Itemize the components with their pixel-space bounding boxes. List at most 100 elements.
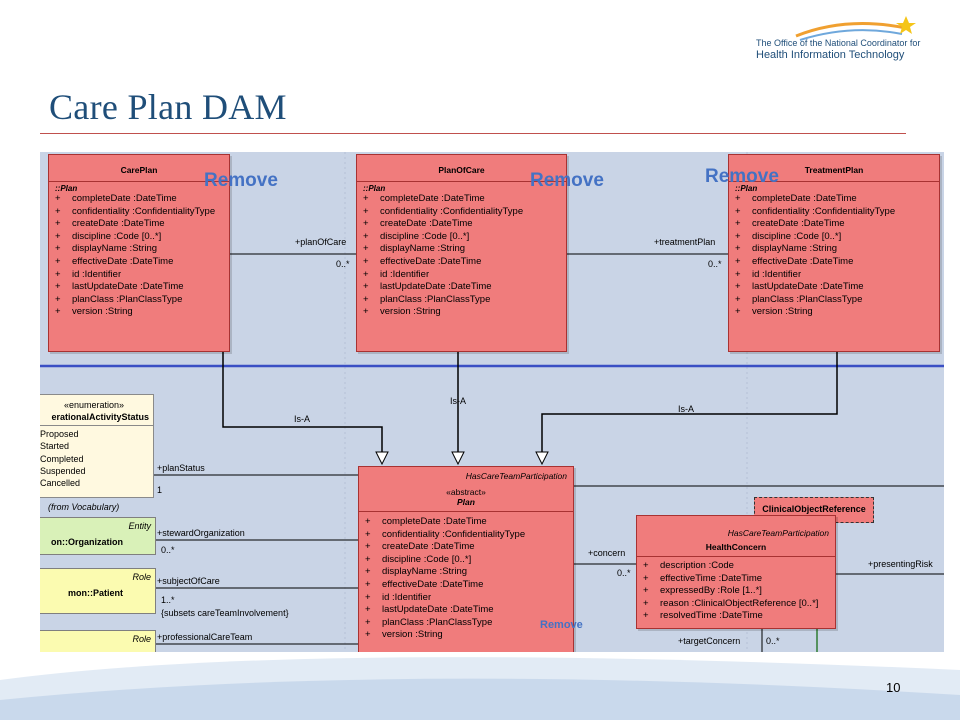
class-plan[interactable]: HasCareTeamParticipation «abstract» Plan… [358, 466, 574, 652]
attribute-list: +description :Code +effectiveTime :DateT… [637, 557, 835, 623]
attribute: +discipline :Code [0..*] [365, 553, 472, 565]
enum-value: Cancelled [40, 478, 81, 489]
role-planstatus: +planStatus [157, 463, 205, 473]
enum-value: Completed [40, 453, 84, 464]
generalization-arrowhead [535, 451, 549, 466]
attribute: +version :String [365, 629, 443, 641]
class-kind: Role [132, 634, 151, 644]
attribute: +createDate :DateTime [365, 541, 475, 553]
diagram-connectors [40, 152, 944, 652]
generalization-treatmentplan [541, 352, 838, 457]
attribute: +id :Identifier [735, 268, 802, 280]
enum-value: Proposed [40, 429, 79, 439]
class-planofcare[interactable]: PlanOfCare ::Plan +completeDate :DateTim… [356, 154, 567, 352]
attribute: +displayName :String [365, 566, 468, 578]
class-name: Plan [359, 497, 573, 512]
attribute: +planClass :PlanClassType [363, 293, 491, 305]
footer-swoosh [0, 657, 960, 720]
enum-value: Suspended [40, 465, 86, 476]
remove-label-treatmentplan: Remove [705, 166, 779, 187]
attribute: +completeDate :DateTime [365, 516, 487, 527]
enumeration-activitystatus[interactable]: «enumeration» erationalActivityStatus Pr… [40, 394, 154, 498]
slide-title: Care Plan DAM [49, 87, 287, 127]
attribute: +planClass :PlanClassType [735, 293, 863, 305]
class-kind: Role [132, 572, 151, 582]
attribute: +lastUpdateDate :DateTime [735, 281, 864, 293]
generalization-careplan [222, 352, 383, 457]
generalization-arrowhead [375, 451, 389, 466]
attribute: +confidentiality :ConfidentialityType [365, 528, 526, 540]
attribute: +resolvedTime :DateTime [643, 610, 763, 622]
title-divider [40, 133, 906, 134]
role-steward: +stewardOrganization [157, 528, 245, 538]
class-name: TreatmentPlan [729, 155, 939, 182]
attribute: +createDate :DateTime [363, 218, 473, 230]
attribute: +confidentiality :ConfidentialityType [363, 205, 524, 217]
enum-name: erationalActivityStatus [40, 410, 153, 426]
class-name: HealthConcern [637, 538, 835, 557]
role-treatmentplan: +treatmentPlan [654, 237, 716, 247]
attribute: +createDate :DateTime [735, 218, 845, 230]
class-name: CarePlan [49, 155, 229, 182]
enum-values: Proposed Started Completed Suspended Can… [40, 426, 153, 489]
attribute: +displayName :String [735, 243, 838, 255]
page-number: 10 [886, 680, 901, 695]
role-concern: +concern [588, 548, 626, 558]
class-kind: Entity [128, 521, 151, 531]
attribute: +discipline :Code [0..*] [55, 230, 162, 242]
attribute: +effectiveTime :DateTime [643, 572, 763, 584]
role-subject: +subjectOfCare [157, 576, 220, 586]
attribute: +id :Identifier [363, 268, 430, 280]
class-stereotype: ::Plan [55, 184, 78, 193]
logo-text-line1: The Office of the National Coordinator f… [756, 38, 921, 48]
role-planofcare: +planOfCare [295, 237, 347, 247]
class-name: on::Organization [51, 537, 123, 547]
attribute: +displayName :String [55, 243, 158, 255]
uml-diagram: CarePlan ::Plan +completeDate :DateTime … [40, 152, 944, 652]
attribute: +version :String [55, 306, 133, 318]
isa-label-left: Is-A [294, 414, 311, 424]
role-presentingrisk: +presentingRisk [868, 559, 933, 569]
constraint-subject: {subsets careTeamInvolvement} [161, 608, 289, 618]
attribute-list: +completeDate :DateTime +confidentiality… [357, 193, 566, 319]
class-patient[interactable]: Role mon::Patient [40, 568, 156, 614]
attribute: +completeDate :DateTime [735, 193, 857, 204]
attribute-list: +completeDate :DateTime +confidentiality… [49, 193, 229, 319]
attribute: +id :Identifier [365, 591, 432, 603]
attribute: +lastUpdateDate :DateTime [363, 281, 492, 293]
logo-text-line2: Health Information Technology [756, 49, 905, 61]
attribute: +lastUpdateDate :DateTime [55, 281, 184, 293]
class-role[interactable]: Role [40, 630, 156, 652]
remove-label-planofcare: Remove [530, 170, 604, 191]
mult-planofcare: 0..* [336, 259, 350, 269]
attribute: +effectiveDate :DateTime [365, 578, 484, 590]
attribute: +discipline :Code [0..*] [363, 230, 470, 242]
attribute: +effectiveDate :DateTime [363, 255, 482, 267]
enum-value: Started [40, 441, 70, 452]
attribute: +confidentiality :ConfidentialityType [735, 205, 896, 217]
attribute: +displayName :String [363, 243, 466, 255]
class-name: PlanOfCare [357, 155, 566, 182]
class-healthconcern[interactable]: HasCareTeamParticipation HealthConcern +… [636, 515, 836, 629]
remove-label-planclass: Remove [540, 619, 583, 631]
generalization-arrowhead [451, 451, 465, 466]
attribute-list: +completeDate :DateTime +confidentiality… [729, 193, 939, 319]
class-treatmentplan[interactable]: TreatmentPlan ::Plan +completeDate :Date… [728, 154, 940, 352]
attribute-list: +completeDate :DateTime +confidentiality… [359, 512, 573, 642]
class-careplan[interactable]: CarePlan ::Plan +completeDate :DateTime … [48, 154, 230, 352]
attribute: +version :String [363, 306, 441, 318]
remove-label-careplan: Remove [204, 170, 278, 191]
class-stereotype: ::Plan [363, 184, 386, 193]
attribute: +createDate :DateTime [55, 218, 165, 230]
attribute: +lastUpdateDate :DateTime [365, 604, 494, 616]
enum-note: (from Vocabulary) [48, 502, 120, 512]
class-organization[interactable]: Entity on::Organization [40, 517, 156, 555]
attribute: +reason :ClinicalObjectReference [0..*] [643, 597, 819, 609]
mult-concern: 0..* [617, 568, 631, 578]
attribute: +completeDate :DateTime [363, 193, 485, 204]
attribute: +description :Code [643, 560, 734, 571]
mult-subject: 1..* [161, 595, 175, 605]
class-tag: HasCareTeamParticipation [465, 471, 567, 481]
class-name: mon::Patient [68, 588, 123, 598]
attribute: +completeDate :DateTime [55, 193, 177, 204]
